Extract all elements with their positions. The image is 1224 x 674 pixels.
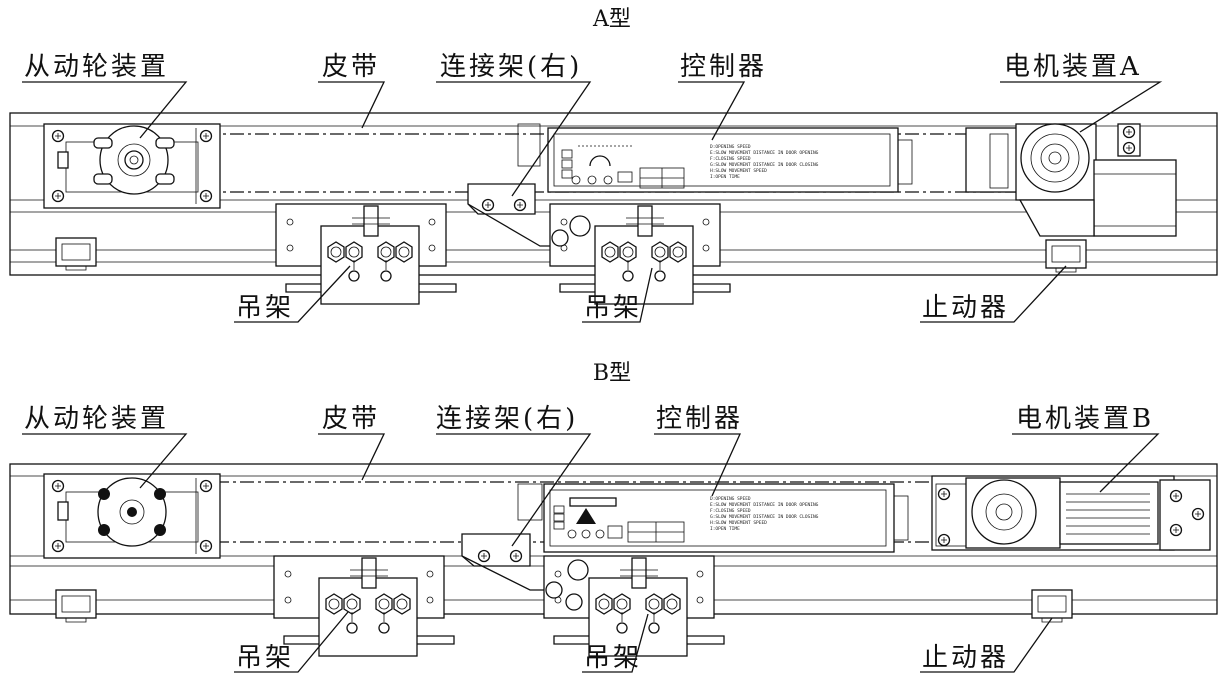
ctrl-a-line-2: E:SLOW MOVEMENT DISTANCE IN DOOR OPENING: [710, 150, 819, 156]
hanger-right-b: [544, 556, 724, 656]
leader-hanger-right-b: [582, 613, 649, 673]
hanger-left-b: [274, 556, 454, 656]
leader-controller-b: [654, 433, 742, 497]
leader-driven-wheel-b: [22, 433, 188, 489]
motor-assembly-a: [965, 123, 1177, 237]
leader-connector-b: [436, 433, 592, 547]
label-stopper-a: 止动器: [922, 293, 1009, 323]
label-connector-b: 连接架(右): [436, 404, 578, 434]
label-driven-wheel-a: 从动轮装置: [24, 52, 169, 82]
label-motor-a: 电机装置A: [1004, 52, 1142, 82]
ctrl-a-line-3: F:CLOSING SPEED: [710, 156, 751, 162]
controller-b: D:OPENING SPEED E:SLOW MOVEMENT DISTANCE…: [543, 483, 909, 553]
label-controller-a: 控制器: [680, 52, 767, 82]
leader-belt-b: [318, 433, 386, 481]
ctrl-b-line-3: F:CLOSING SPEED: [710, 508, 751, 514]
ctrl-a-line-4: G:SLOW MOVEMENT DISTANCE IN DOOR CLOSING: [710, 162, 819, 168]
label-motor-b: 电机装置B: [1016, 404, 1154, 434]
hanger-left-a: [276, 204, 456, 304]
leader-hanger-left-a: [234, 265, 351, 323]
driven-wheel-assembly-a: [44, 124, 220, 208]
diagram-b: B型: [9, 361, 1218, 673]
diagram-b-title: B型: [593, 361, 631, 386]
label-hanger-right-a: 吊架: [584, 293, 642, 323]
driven-wheel-assembly-b: [44, 474, 220, 558]
ctrl-a-line-6: I:OPEN TIME: [710, 174, 740, 180]
stopper-left-b: [55, 589, 97, 623]
controller-a: D:OPENING SPEED E:SLOW MOVEMENT DISTANCE…: [547, 127, 913, 193]
stopper-right-b: [1031, 589, 1073, 623]
label-hanger-left-a: 吊架: [236, 293, 294, 323]
label-hanger-right-b: 吊架: [584, 643, 642, 673]
leader-stopper-a: [920, 265, 1067, 323]
ctrl-b-line-1: D:OPENING SPEED: [710, 496, 751, 502]
leader-driven-wheel-a: [22, 81, 188, 139]
label-belt-a: 皮带: [322, 52, 380, 82]
ctrl-a-line-5: H:SLOW MOVEMENT SPEED: [710, 168, 767, 174]
label-stopper-b: 止动器: [922, 643, 1009, 673]
label-belt-b: 皮带: [322, 404, 380, 434]
diagram-a-title: A型: [592, 7, 631, 32]
ctrl-b-line-4: G:SLOW MOVEMENT DISTANCE IN DOOR CLOSING: [710, 514, 819, 520]
ctrl-b-line-2: E:SLOW MOVEMENT DISTANCE IN DOOR OPENING: [710, 502, 819, 508]
leader-controller-a: [678, 81, 746, 141]
ctrl-b-line-6: I:OPEN TIME: [710, 526, 740, 532]
label-connector-a: 连接架(右): [440, 52, 582, 82]
diagram-a: A型: [9, 7, 1218, 323]
leader-connector-a: [436, 81, 592, 197]
ctrl-b-line-5: H:SLOW MOVEMENT SPEED: [710, 520, 767, 526]
stopper-left-a: [55, 237, 97, 271]
leader-motor-b: [1012, 433, 1160, 493]
label-controller-b: 控制器: [656, 404, 743, 434]
stopper-right-a: [1045, 239, 1087, 273]
ctrl-a-line-1: D:OPENING SPEED: [710, 144, 751, 150]
hanger-right-a: [550, 204, 730, 304]
connector-bracket-b: [461, 483, 546, 591]
label-hanger-left-b: 吊架: [236, 643, 294, 673]
connector-bracket-a: [467, 123, 560, 247]
leader-stopper-b: [920, 617, 1053, 673]
leader-hanger-right-a: [582, 267, 653, 323]
motor-assembly-b: [931, 475, 1211, 551]
leader-motor-a: [1000, 81, 1163, 133]
leader-belt-a: [318, 81, 386, 129]
label-driven-wheel-b: 从动轮装置: [24, 404, 169, 434]
leader-hanger-left-b: [234, 611, 349, 673]
belt-line-a: [130, 133, 1060, 193]
